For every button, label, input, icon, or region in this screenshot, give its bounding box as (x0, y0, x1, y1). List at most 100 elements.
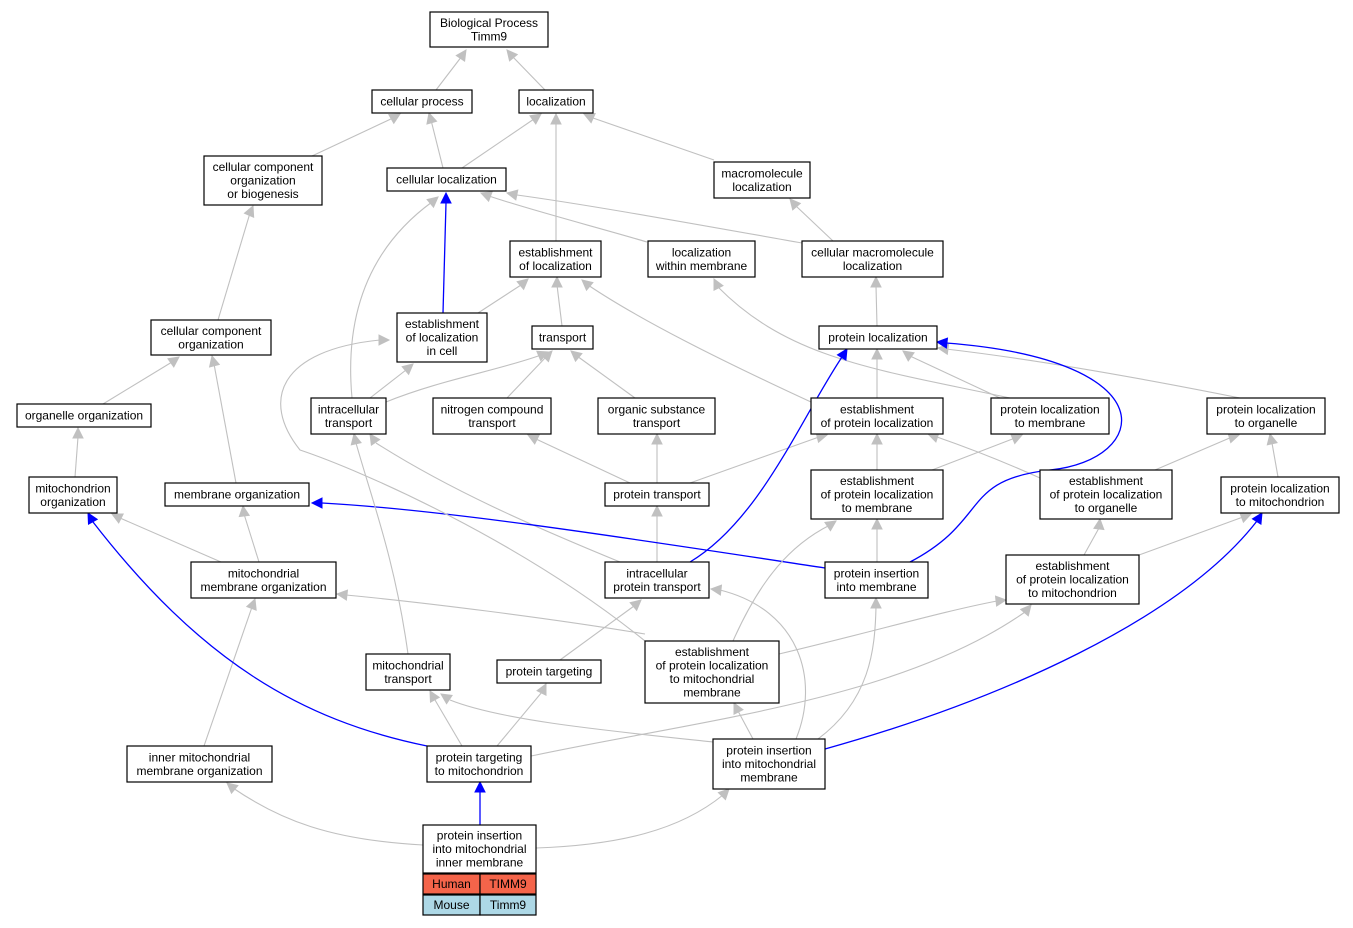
species-label: Human (432, 877, 471, 891)
gene-table-cell-bg (479, 894, 537, 916)
edge-intracellular-protein-transport-to-intracellular-transport-arrowhead (369, 433, 381, 446)
gene-symbol: Timm9 (490, 898, 527, 912)
edge-transport-to-establishment-localization-arrowhead (551, 275, 563, 288)
go-term-cellular-process[interactable]: cellular process (371, 89, 473, 114)
node-label-line: transport (633, 416, 681, 430)
node-box (190, 561, 337, 599)
edge-protein-targeting-mito-to-mitochondrion-organization (92, 521, 428, 747)
edge-epl-mito-membrane-to-mitochondrial-membrane-organization-arrowhead (335, 589, 349, 601)
node-label-line: into mitochondrial (722, 757, 816, 771)
node-box (422, 824, 537, 874)
node-label-line: to membrane (1015, 416, 1086, 430)
edge-protein-localization-to-cellular-macromolecule-localization-arrowhead (870, 275, 882, 288)
node-label-line: cellular component (161, 324, 262, 338)
edge-epl-mitochondrion-to-protein-localization-mitochondrion-arrowhead (1239, 512, 1253, 524)
edge-protein-targeting-mito-to-protein-targeting (496, 691, 543, 747)
node-label-line: protein localization (1216, 402, 1315, 416)
node-label-line: to mitochondrial (670, 672, 755, 686)
go-term-transport[interactable]: transport (531, 325, 594, 350)
node-label-line: macromolecule (721, 166, 803, 180)
go-term-protein-targeting[interactable]: protein targeting (496, 659, 602, 684)
node-label-line: inner membrane (436, 856, 524, 870)
node-box (429, 11, 549, 48)
node-label-line: to organelle (1235, 416, 1298, 430)
node-label-line: establishment (840, 402, 915, 416)
go-term-localization[interactable]: localization (518, 89, 594, 114)
edge-macromolecule-localization-to-localization (592, 117, 715, 161)
node-label-line: to organelle (1075, 501, 1138, 515)
edge-mitochondrial-membrane-organization-to-membrane-organization (243, 513, 260, 563)
go-term-membrane-organization[interactable]: membrane organization (164, 482, 310, 507)
node-box (604, 561, 710, 599)
node-box (818, 325, 938, 350)
edge-establishment-protein-localization-to-protein-localization-arrowhead (871, 347, 883, 360)
node-label-line: of protein localization (656, 658, 769, 672)
node-label-line: protein transport (613, 488, 701, 502)
node-box (203, 155, 323, 206)
node-label-line: organelle organization (25, 409, 143, 423)
edge-mitochondrion-organization-to-organelle-organization (74, 436, 79, 478)
node-box (644, 640, 780, 704)
go-term-cellular-localization[interactable]: cellular localization (386, 167, 507, 192)
edge-protein-insertion-mito-membrane-to-intracellular-protein-transport (719, 589, 807, 740)
edge-epl-mito-membrane-to-mitochondrial-membrane-organization (345, 594, 646, 635)
node-box (365, 653, 451, 691)
node-label-line: establishment (840, 474, 915, 488)
edge-establishment-localization-cell-to-cellular-localization (442, 202, 447, 314)
edge-protein-insertion-inner-to-inner-mito-membrane-org-arrowhead (226, 782, 239, 795)
edge-nitrogen-compound-transport-to-transport (506, 356, 547, 399)
node-box (371, 89, 473, 114)
edge-cellular-process-to-bp-arrowhead (455, 49, 467, 62)
node-box (518, 89, 594, 114)
edge-epl-mito-membrane-to-establishment-localization-cell (280, 339, 646, 642)
edge-organic-substance-transport-to-transport-arrowhead (570, 350, 583, 363)
go-term-protein-localization[interactable]: protein localization (818, 325, 938, 350)
edge-protein-insertion-mito-membrane-to-mitochondrial-transport-arrowhead (440, 693, 453, 705)
node-label-line: intracellular (318, 402, 379, 416)
node-box (426, 745, 532, 783)
node-box (16, 403, 152, 428)
node-box (509, 240, 602, 278)
node-box (310, 397, 387, 435)
edge-organelle-organization-to-cc-organization-arrowhead (167, 356, 180, 368)
go-term-organelle-organization[interactable]: organelle organization (16, 403, 152, 428)
node-label-line: organization (40, 495, 105, 509)
node-box (386, 167, 507, 192)
edge-ccob-to-cellular-process-arrowhead (388, 113, 401, 125)
node-box (604, 482, 710, 507)
node-box (432, 397, 552, 435)
edge-cellular-macromolecule-localization-to-macromolecule-localization (795, 205, 834, 242)
node-label-line: of localization (406, 331, 479, 345)
go-term-protein-transport[interactable]: protein transport (604, 482, 710, 507)
node-label-line: mitochondrion (35, 481, 110, 495)
edge-protein-insertion-mito-membrane-to-mitochondrial-transport (449, 699, 714, 743)
